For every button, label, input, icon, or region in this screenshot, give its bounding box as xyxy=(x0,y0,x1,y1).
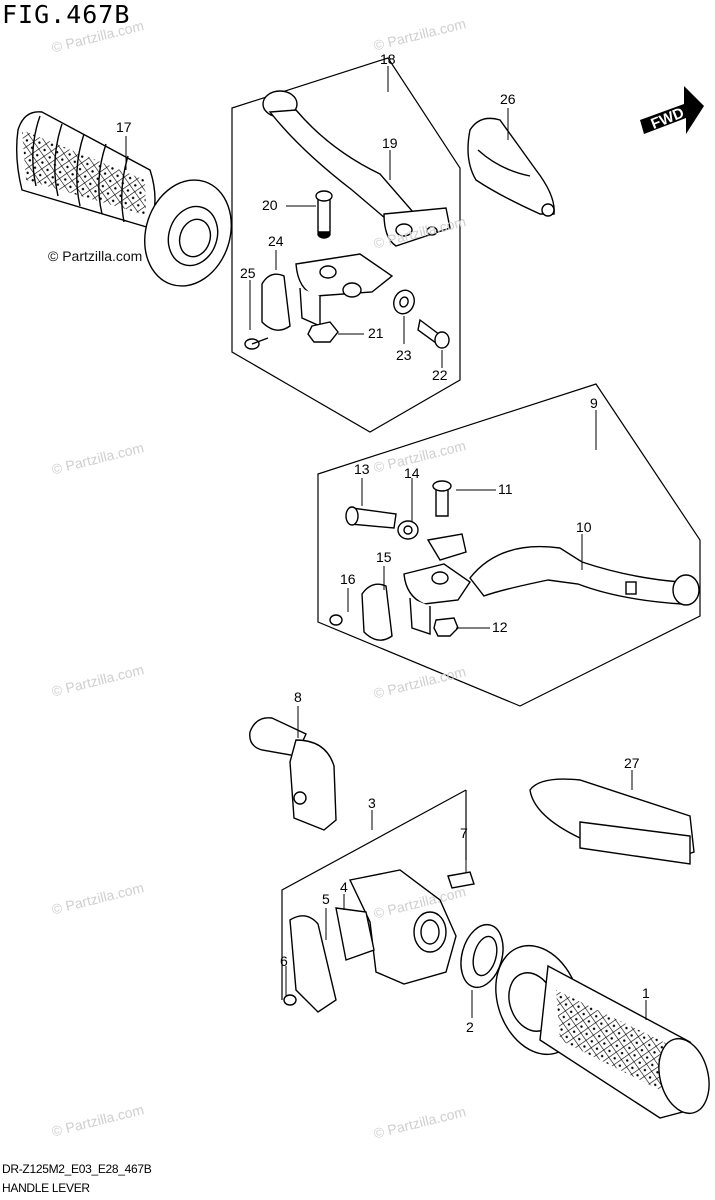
callout-14: 14 xyxy=(404,465,420,481)
figure-caption: HANDLE LEVER xyxy=(2,1181,90,1195)
callout-17: 17 xyxy=(116,119,132,135)
callout-3: 3 xyxy=(368,795,376,811)
forward-arrow-icon: FWD xyxy=(640,86,704,134)
fwd-label: FWD xyxy=(648,104,686,133)
figure-code: DR-Z125M2_E03_E28_467B xyxy=(2,1162,152,1176)
brake-clamp xyxy=(244,273,291,350)
callout-26: 26 xyxy=(500,91,516,107)
callout-9: 9 xyxy=(590,395,598,411)
callout-2: 2 xyxy=(466,1019,474,1035)
cable-cover xyxy=(249,717,337,831)
right-grip xyxy=(495,944,710,1119)
callout-1: 1 xyxy=(642,985,650,1001)
callout-20: 20 xyxy=(262,197,278,213)
callout-12: 12 xyxy=(492,619,508,635)
callout-13: 13 xyxy=(354,461,370,477)
figure-title: FIG.467B xyxy=(2,0,131,29)
brake-lever-cover xyxy=(467,117,555,217)
brake-small-parts xyxy=(307,289,450,349)
callout-7: 7 xyxy=(460,825,468,841)
clutch-lever xyxy=(469,545,700,606)
callout-19: 19 xyxy=(382,135,398,151)
callout-18: 18 xyxy=(380,51,396,67)
callout-11: 11 xyxy=(498,481,513,497)
brake-lever xyxy=(262,90,451,247)
clutch-small-parts xyxy=(329,506,459,641)
throttle-case xyxy=(283,869,475,1013)
left-grip xyxy=(15,111,232,287)
throttle-drum xyxy=(460,923,504,989)
callout-6: 6 xyxy=(280,953,288,969)
brand-mark: © Partzilla.com xyxy=(48,248,143,264)
callout-23: 23 xyxy=(396,347,412,363)
clutch-lever-assembly-box xyxy=(317,383,701,707)
callout-15: 15 xyxy=(376,549,392,565)
callout-25: 25 xyxy=(240,265,256,281)
lever-cover xyxy=(529,778,695,865)
callout-8: 8 xyxy=(294,689,302,705)
callout-4: 4 xyxy=(340,879,348,895)
callout-22: 22 xyxy=(432,367,448,383)
brake-lever-assembly-box xyxy=(231,57,461,433)
brake-lever-holder xyxy=(295,190,394,328)
callout-16: 16 xyxy=(340,571,356,587)
callout-27: 27 xyxy=(624,755,640,771)
callout-10: 10 xyxy=(576,519,592,535)
callout-5: 5 xyxy=(322,891,330,907)
leader-lines xyxy=(125,66,647,1020)
callout-24: 24 xyxy=(268,233,284,249)
callout-21: 21 xyxy=(368,325,384,341)
clutch-lever-holder xyxy=(403,480,471,635)
